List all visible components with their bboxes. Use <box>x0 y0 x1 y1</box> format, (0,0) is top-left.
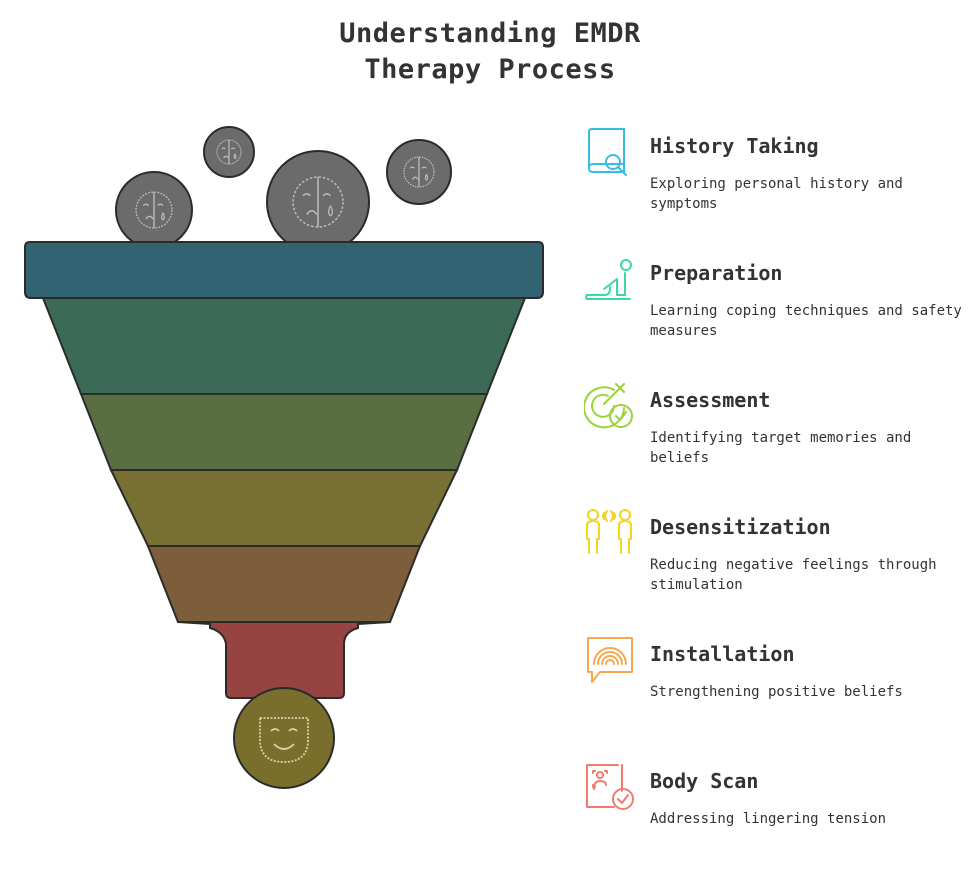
funnel-band-installation <box>146 545 422 623</box>
input-ball-4 <box>386 139 452 205</box>
rainbow-message-icon <box>587 637 633 683</box>
title-line-2: Therapy Process <box>364 54 616 85</box>
step-label: History Taking <box>650 134 819 158</box>
sad-face-icon <box>292 176 344 228</box>
step-label: Assessment <box>650 388 771 412</box>
step-label: Body Scan <box>650 769 759 793</box>
input-ball-3 <box>266 150 370 254</box>
title-line-1: Understanding EMDR <box>339 18 641 49</box>
step-description: Exploring personal history and symptoms <box>650 176 903 212</box>
funnel-band-desensitization <box>109 469 459 547</box>
step-label: Desensitization <box>650 515 831 539</box>
funnel-band-body-scan <box>177 621 391 699</box>
funnel-diagram <box>24 126 544 789</box>
funnel-band-assessment <box>79 393 489 471</box>
smiling-face-icon <box>259 717 309 763</box>
funnel-band-preparation <box>41 297 527 395</box>
step-label: Installation <box>650 642 795 666</box>
input-ball-1 <box>115 171 193 249</box>
target-check-icon <box>584 383 633 429</box>
sad-face-icon <box>216 139 242 165</box>
meditation-icon <box>585 259 632 300</box>
page-title: Understanding EMDR Therapy Process <box>0 16 980 88</box>
step-label: Preparation <box>650 261 783 285</box>
output-ball <box>233 687 335 789</box>
step-description: Addressing lingering tension <box>650 811 887 827</box>
people-signal-icon <box>586 509 632 554</box>
step-description: Identifying target memories and beliefs <box>650 430 912 466</box>
input-ball-2 <box>203 126 255 178</box>
body-scan-check-icon <box>586 764 634 810</box>
step-description: Reducing negative feelings through stimu… <box>650 557 937 593</box>
step-description: Learning coping techniques and safety me… <box>650 303 962 339</box>
step-description: Strengthening positive beliefs <box>650 684 903 700</box>
funnel-band-history-taking <box>24 241 544 299</box>
book-search-icon <box>588 128 627 176</box>
sad-face-icon <box>135 191 173 229</box>
